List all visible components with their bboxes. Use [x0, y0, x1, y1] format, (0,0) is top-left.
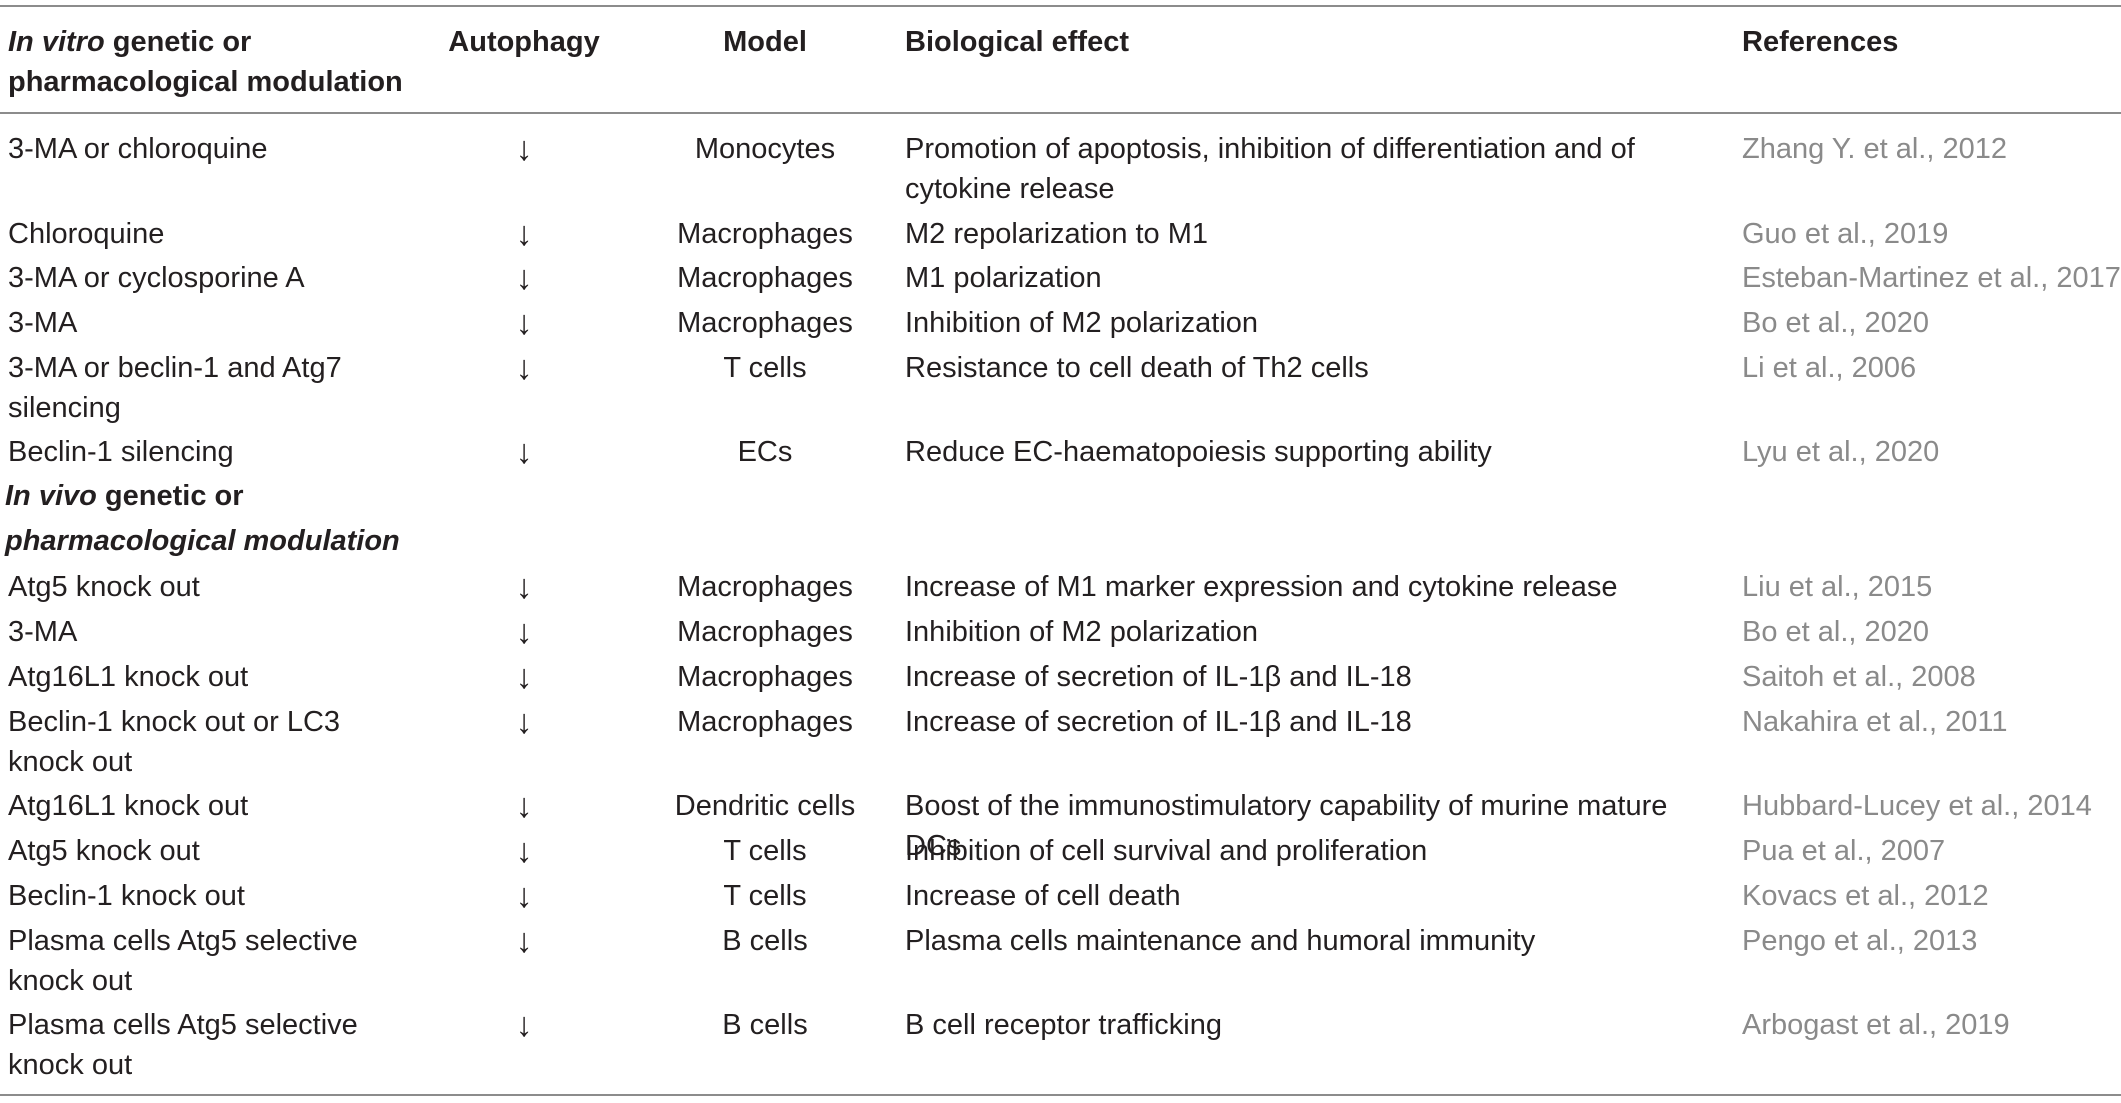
- header-rule: [0, 112, 2121, 114]
- cell-reference: Nakahira et al., 2011: [1742, 706, 2008, 738]
- arrow-down-icon: ↓: [515, 568, 533, 606]
- cell-modulation: 3-MA or cyclosporine A: [8, 262, 305, 294]
- cell-reference: Kovacs et al., 2012: [1742, 880, 1989, 912]
- cell-modulation: Beclin-1 silencing: [8, 436, 234, 468]
- cell-reference: Lyu et al., 2020: [1742, 436, 1940, 468]
- cell-reference: Bo et al., 2020: [1742, 616, 1930, 648]
- cell-modulation: 3-MA: [8, 616, 78, 648]
- cell-effect: M1 polarization: [905, 262, 1102, 294]
- cell-modulation: Beclin-1 knock out or LC3 knock out: [8, 706, 341, 778]
- cell-model: B cells: [722, 925, 808, 957]
- top-rule: [0, 5, 2121, 7]
- header-effect: Biological effect: [905, 26, 1129, 58]
- cell-modulation: 3-MA or beclin-1 and Atg7 silencing: [8, 352, 342, 424]
- arrow-down-icon: ↓: [515, 832, 533, 870]
- cell-model: T cells: [723, 835, 807, 867]
- cell-effect: Increase of cell death: [905, 880, 1181, 912]
- header-modulation-italic: In vitro: [8, 26, 105, 58]
- cell-reference: Li et al., 2006: [1742, 352, 1917, 384]
- header-model: Model: [723, 26, 807, 58]
- cell-model: Macrophages: [677, 616, 853, 648]
- cell-reference: Bo et al., 2020: [1742, 307, 1930, 339]
- cell-model: B cells: [722, 1009, 808, 1041]
- cell-reference: Zhang Y. et al., 2012: [1742, 133, 2007, 165]
- arrow-down-icon: ↓: [515, 433, 533, 471]
- cell-effect: Promotion of apoptosis, inhibition of di…: [905, 133, 1635, 205]
- cell-modulation: Plasma cells Atg5 selective knock out: [8, 925, 358, 997]
- cell-modulation: 3-MA or chloroquine: [8, 133, 268, 165]
- arrow-down-icon: ↓: [515, 1006, 533, 1044]
- arrow-down-icon: ↓: [515, 304, 533, 342]
- cell-model: T cells: [723, 352, 807, 384]
- arrow-down-icon: ↓: [515, 349, 533, 387]
- cell-modulation: 3-MA: [8, 307, 78, 339]
- cell-reference: Arbogast et al., 2019: [1742, 1009, 2010, 1041]
- arrow-down-icon: ↓: [515, 787, 533, 825]
- cell-reference: Pengo et al., 2013: [1742, 925, 1978, 957]
- cell-model: Macrophages: [677, 661, 853, 693]
- cell-effect: Inhibition of M2 polarization: [905, 307, 1259, 339]
- cell-model: Macrophages: [677, 307, 853, 339]
- header-modulation-rest: genetic or: [104, 26, 252, 58]
- cell-modulation: Atg16L1 knock out: [8, 790, 249, 822]
- cell-model: Dendritic cells: [674, 790, 856, 822]
- cell-model: T cells: [723, 880, 807, 912]
- arrow-down-icon: ↓: [515, 613, 533, 651]
- cell-reference: Guo et al., 2019: [1742, 218, 1949, 250]
- cell-effect: Plasma cells maintenance and humoral imm…: [905, 925, 1536, 957]
- section-title-invivo: In vivo genetic or pharmacological modul…: [5, 474, 400, 564]
- cell-effect: Increase of M1 marker expression and cyt…: [905, 571, 1618, 603]
- header-autophagy: Autophagy: [448, 26, 600, 58]
- arrow-down-icon: ↓: [515, 658, 533, 696]
- cell-modulation: Atg5 knock out: [8, 571, 200, 603]
- arrow-down-icon: ↓: [515, 703, 533, 741]
- cell-modulation: Atg16L1 knock out: [8, 661, 249, 693]
- cell-model: Monocytes: [694, 133, 836, 165]
- arrow-down-icon: ↓: [515, 877, 533, 915]
- cell-reference: Saitoh et al., 2008: [1742, 661, 1976, 693]
- arrow-down-icon: ↓: [515, 922, 533, 960]
- cell-reference: Esteban-Martinez et al., 2017: [1742, 262, 2121, 294]
- cell-reference: Hubbard-Lucey et al., 2014: [1742, 790, 2092, 822]
- cell-modulation: Atg5 knock out: [8, 835, 200, 867]
- header-references: References: [1742, 26, 1899, 58]
- cell-effect: Inhibition of cell survival and prolifer…: [905, 835, 1428, 867]
- cell-reference: Liu et al., 2015: [1742, 571, 1933, 603]
- section-title-rest: genetic or: [96, 480, 244, 512]
- arrow-down-icon: ↓: [515, 259, 533, 297]
- arrow-down-icon: ↓: [515, 215, 533, 253]
- cell-modulation: Beclin-1 knock out: [8, 880, 245, 912]
- header-modulation: In vitro genetic or pharmacological modu…: [8, 22, 438, 102]
- cell-modulation: Chloroquine: [8, 218, 165, 250]
- bottom-rule: [0, 1094, 2121, 1096]
- cell-model: Macrophages: [677, 262, 853, 294]
- cell-effect: Boost of the immunostimulatory capabilit…: [905, 790, 1668, 862]
- cell-effect: Increase of secretion of IL-1β and IL-18: [905, 706, 1412, 738]
- cell-model: ECs: [737, 436, 793, 468]
- section-title-line2: pharmacological modulation: [5, 525, 400, 557]
- cell-effect: Inhibition of M2 polarization: [905, 616, 1259, 648]
- cell-model: Macrophages: [677, 218, 853, 250]
- section-title-italic: In vivo: [5, 480, 97, 512]
- cell-effect: Reduce EC-haematopoiesis supporting abil…: [905, 436, 1492, 468]
- cell-effect: Resistance to cell death of Th2 cells: [905, 352, 1369, 384]
- cell-effect: B cell receptor trafficking: [905, 1009, 1222, 1041]
- arrow-down-icon: ↓: [515, 130, 533, 168]
- cell-modulation: Plasma cells Atg5 selective knock out: [8, 1009, 358, 1081]
- cell-model: Macrophages: [677, 571, 853, 603]
- header-modulation-line2: pharmacological modulation: [8, 66, 403, 98]
- cell-reference: Pua et al., 2007: [1742, 835, 1946, 867]
- cell-effect: Increase of secretion of IL-1β and IL-18: [905, 661, 1412, 693]
- cell-effect: M2 repolarization to M1: [905, 218, 1209, 250]
- cell-model: Macrophages: [677, 706, 853, 738]
